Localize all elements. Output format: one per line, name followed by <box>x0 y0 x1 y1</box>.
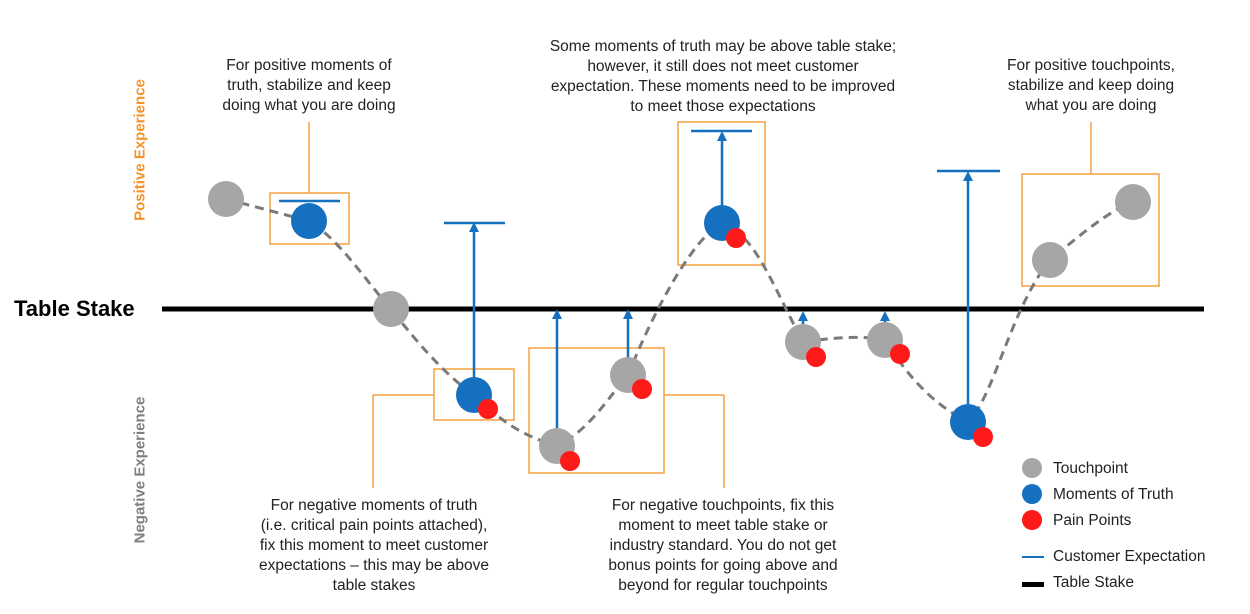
pain-point <box>726 228 746 248</box>
moments-of-truth <box>291 203 986 440</box>
annotation-positive-touchpoints: For positive touchpoints, stabilize and … <box>1006 57 1175 114</box>
moment-swatch-icon <box>1022 484 1042 504</box>
legend-label: Customer Expectation <box>1053 548 1206 565</box>
arrowhead-icon <box>469 222 479 232</box>
pain-point <box>973 427 993 447</box>
legend-label: Moments of Truth <box>1053 486 1174 503</box>
arrowhead-icon <box>880 311 890 321</box>
pain-point <box>560 451 580 471</box>
table-stake-swatch-icon <box>1022 582 1044 587</box>
legend-item-table-stake: Table Stake <box>1022 570 1242 596</box>
pain-point <box>478 399 498 419</box>
arrowhead-icon <box>623 309 633 319</box>
pain-point <box>632 379 652 399</box>
touchpoint <box>1032 242 1068 278</box>
table-stake-label: Table Stake <box>14 296 135 321</box>
legend-item-touchpoint: Touchpoint <box>1022 456 1242 482</box>
journey-curve <box>225 197 1134 448</box>
box-neg-touchpoints <box>528 347 665 474</box>
positive-experience-label: Positive Experience <box>131 79 149 221</box>
arrowhead-icon <box>552 309 562 319</box>
negative-experience-label: Negative Experience <box>131 396 149 544</box>
arrowhead-icon <box>963 171 973 181</box>
box-pos-touchpoints <box>1021 173 1160 287</box>
expectation-swatch-icon <box>1022 556 1044 558</box>
pain-point <box>806 347 826 367</box>
legend-label: Touchpoint <box>1053 460 1128 477</box>
annotation-negative-moments: For negative moments of truth (i.e. crit… <box>258 497 490 594</box>
touchpoints <box>208 181 1151 464</box>
legend-item-moments-of-truth: Moments of Truth <box>1022 482 1242 508</box>
legend-item-pain-points: Pain Points <box>1022 508 1242 534</box>
annotation-above-stake: Some moments of truth may be above table… <box>549 38 897 115</box>
annotation-positive-moments: For positive moments of truth, stabilize… <box>222 57 396 114</box>
pain-swatch-icon <box>1022 510 1042 530</box>
legend-item-customer-expectation: Customer Expectation <box>1022 544 1242 570</box>
arrowhead-icon <box>798 311 808 321</box>
legend: Touchpoint Moments of Truth Pain Points … <box>1022 456 1242 596</box>
annotation-negative-touchpoints: For negative touchpoints, fix this momen… <box>608 497 838 594</box>
legend-label: Pain Points <box>1053 512 1132 529</box>
callout-leaders <box>308 122 1092 488</box>
customer-expectations <box>279 129 1000 446</box>
legend-label: Table Stake <box>1053 574 1134 591</box>
touchpoint <box>1115 184 1151 220</box>
touchpoint-swatch-icon <box>1022 458 1042 478</box>
touchpoint <box>208 181 244 217</box>
pain-point <box>890 344 910 364</box>
pain-points <box>478 228 993 471</box>
moment-of-truth <box>291 203 327 239</box>
callout-boxes <box>269 121 1160 474</box>
box-above-stake <box>677 121 766 266</box>
touchpoint <box>373 291 409 327</box>
box-pos-moment <box>269 192 350 245</box>
arrowhead-icon <box>717 131 727 141</box>
